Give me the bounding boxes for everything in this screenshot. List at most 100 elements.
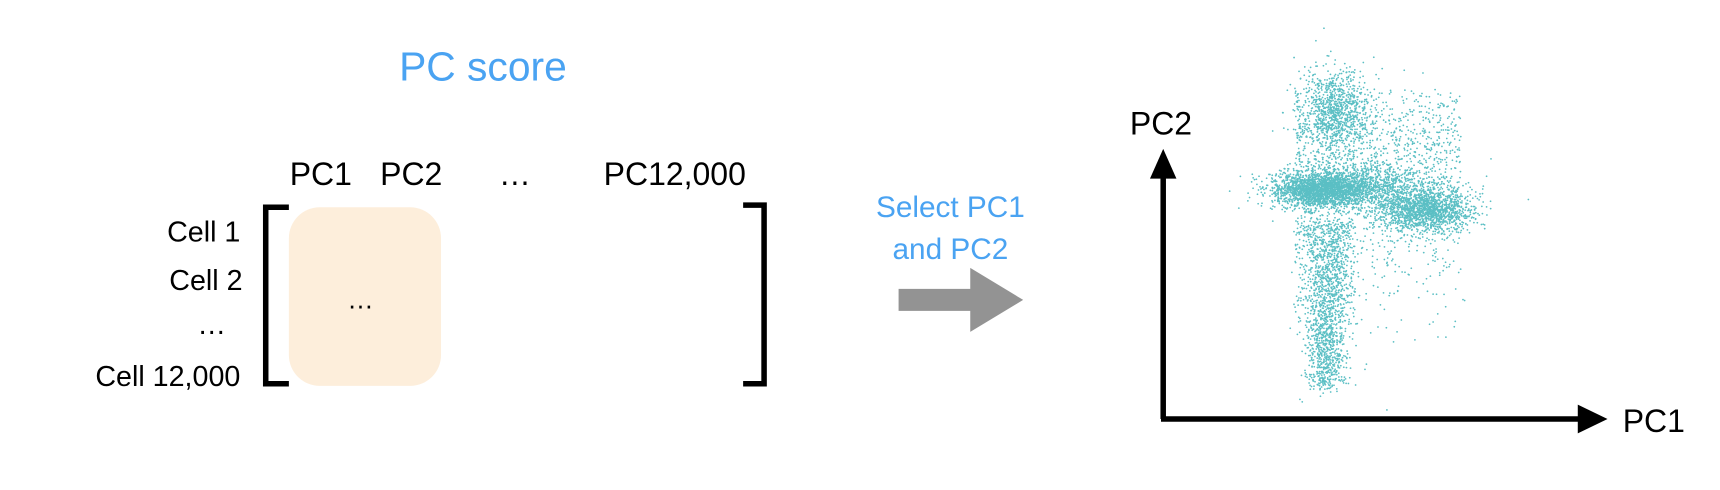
scatter-point xyxy=(1419,231,1422,234)
scatter-point xyxy=(1350,102,1353,105)
scatter-point xyxy=(1431,211,1434,214)
scatter-point xyxy=(1461,225,1463,228)
scatter-point xyxy=(1353,105,1356,107)
scatter-point xyxy=(1305,209,1308,211)
scatter-point xyxy=(1439,210,1442,213)
scatter-point xyxy=(1295,183,1298,186)
scatter-point xyxy=(1321,190,1324,193)
scatter-point xyxy=(1296,96,1299,99)
scatter-point xyxy=(1356,118,1358,120)
scatter-point xyxy=(1341,192,1344,195)
scatter-point xyxy=(1384,214,1387,217)
scatter-point xyxy=(1419,183,1422,186)
scatter-point xyxy=(1299,77,1302,80)
scatter-point xyxy=(1527,198,1530,201)
scatter-point xyxy=(1352,71,1354,73)
scatter-point xyxy=(1287,167,1289,170)
scatter-point xyxy=(1364,201,1367,204)
scatter-point xyxy=(1339,199,1341,201)
scatter-point xyxy=(1325,86,1328,89)
scatter-point xyxy=(1307,201,1309,204)
scatter-point xyxy=(1287,176,1290,178)
scatter-point xyxy=(1341,176,1343,179)
scatter-point xyxy=(1283,171,1286,174)
scatter-point xyxy=(1325,118,1327,121)
scatter-point xyxy=(1293,103,1296,105)
scatter-point xyxy=(1344,109,1346,112)
scatter-point xyxy=(1343,187,1346,189)
scatter-point xyxy=(1348,153,1351,156)
scatter-point xyxy=(1448,189,1450,191)
scatter-point xyxy=(1347,153,1350,155)
scatter-point xyxy=(1248,196,1251,199)
scatter-point xyxy=(1294,87,1296,90)
scatter-point xyxy=(1290,191,1292,194)
scatter-point xyxy=(1431,184,1434,186)
scatter-point xyxy=(1269,189,1272,192)
scatter-point xyxy=(1425,197,1428,200)
scatter-point xyxy=(1314,185,1317,188)
scatter-point xyxy=(1442,230,1445,232)
scatter-point xyxy=(1436,199,1438,202)
scatter-point xyxy=(1295,178,1298,181)
scatter-point xyxy=(1318,197,1320,200)
scatter-point xyxy=(1326,200,1329,202)
scatter-point xyxy=(1466,195,1469,198)
scatter-point xyxy=(1317,201,1319,204)
scatter-point xyxy=(1387,205,1390,208)
scatter-point xyxy=(1444,212,1447,215)
scatter-point xyxy=(1454,219,1456,222)
column-header-ellipsis: … xyxy=(499,156,531,192)
scatter-point xyxy=(1345,83,1348,86)
step-label-line1: Select PC1 xyxy=(876,191,1025,224)
scatter-point xyxy=(1287,181,1290,184)
scatter-point xyxy=(1473,212,1476,215)
scatter-point xyxy=(1342,84,1345,87)
scatter-point xyxy=(1348,210,1351,213)
scatter-point xyxy=(1333,75,1336,77)
scatter-point xyxy=(1456,225,1459,227)
scatter-point xyxy=(1381,210,1383,213)
scatter-point xyxy=(1326,202,1329,205)
scatter-point xyxy=(1352,145,1355,147)
scatter-point xyxy=(1396,229,1399,231)
scatter-point xyxy=(1385,218,1388,220)
scatter-point xyxy=(1333,89,1336,92)
scatter-point xyxy=(1332,124,1335,127)
scatter-point xyxy=(1395,200,1398,203)
scatter-point xyxy=(1437,219,1440,222)
scatter-point xyxy=(1361,107,1364,109)
scatter-point xyxy=(1286,170,1289,172)
scatter-point xyxy=(1364,93,1366,96)
scatter-point xyxy=(1291,190,1294,192)
scatter-point xyxy=(1410,207,1413,209)
scatter-point xyxy=(1300,198,1303,201)
scatter-point xyxy=(1321,83,1323,86)
scatter-point xyxy=(1312,195,1315,198)
scatter-point xyxy=(1463,217,1466,219)
scatter-point xyxy=(1473,221,1475,224)
scatter-point xyxy=(1279,197,1282,200)
scatter-point xyxy=(1387,240,1390,242)
scatter-point xyxy=(1400,220,1403,222)
scatter-point xyxy=(1317,134,1320,137)
scatter-point xyxy=(1430,216,1433,219)
scatter-point xyxy=(1289,173,1292,175)
scatter-point xyxy=(1297,185,1300,188)
scatter-point xyxy=(1339,189,1342,191)
scatter-point xyxy=(1291,183,1294,185)
scatter-point xyxy=(1421,236,1424,238)
scatter-point xyxy=(1324,103,1327,106)
scatter-point xyxy=(1462,184,1464,187)
scatter-point xyxy=(1335,94,1338,96)
column-header-pc2: PC2 xyxy=(380,156,442,192)
scatter-point xyxy=(1379,187,1382,190)
scatter-point xyxy=(1296,105,1298,108)
scatter-point xyxy=(1302,189,1305,192)
scatter-point xyxy=(1337,206,1339,209)
scatter-point xyxy=(1328,87,1330,90)
scatter-point xyxy=(1247,200,1249,202)
scatter-point xyxy=(1357,96,1359,98)
scatter-point xyxy=(1270,180,1273,183)
scatter-point xyxy=(1444,217,1446,219)
